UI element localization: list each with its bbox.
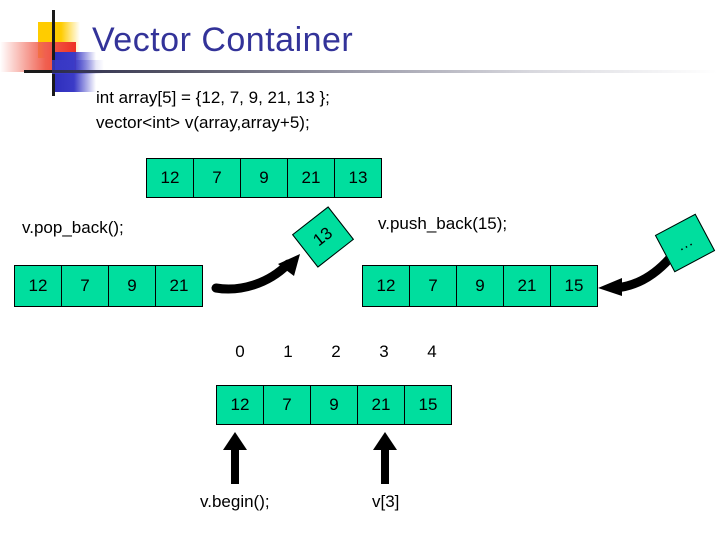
vector-cell: 21 [357, 385, 405, 425]
vector-cell: 7 [193, 158, 241, 198]
code-snippet: int array[5] = {12, 7, 9, 21, 13 }; vect… [96, 88, 330, 132]
index-label: 4 [427, 342, 437, 361]
vector-cell: 7 [263, 385, 311, 425]
vector-cell: 9 [310, 385, 358, 425]
push-back-label: v.push_back(15); [378, 214, 508, 233]
pop-back-vector-row: 12 7 9 21 [14, 265, 203, 307]
vector-cell: 15 [404, 385, 452, 425]
vector-cell: 12 [14, 265, 62, 307]
initial-vector-row: 12 7 9 21 13 [146, 158, 382, 198]
begin-pointer-arrow-icon [223, 432, 247, 484]
vector-cell: 9 [240, 158, 288, 198]
pop-back-arrow-icon [211, 254, 300, 294]
vector-cell: 21 [287, 158, 335, 198]
index-label: 3 [379, 342, 389, 361]
push-back-arrow-icon [598, 253, 675, 296]
pop-back-label: v.pop_back(); [22, 218, 124, 237]
index-pointer-arrow-icon [373, 432, 397, 484]
begin-pointer-label: v.begin(); [200, 492, 270, 511]
vector-cell: 9 [108, 265, 156, 307]
vector-cell: 7 [61, 265, 109, 307]
title-divider [52, 70, 717, 73]
vector-cell: 9 [456, 265, 504, 307]
indexed-vector-row: 12 7 9 21 15 [216, 385, 452, 425]
index-strip: 0 1 2 3 4 [216, 342, 456, 362]
vector-cell: 12 [146, 158, 194, 198]
page-title: Vector Container [92, 21, 354, 59]
vector-cell: 15 [550, 265, 598, 307]
push-back-vector-row: 12 7 9 21 15 [362, 265, 598, 307]
vector-cell: 12 [362, 265, 410, 307]
vector-cell: 21 [503, 265, 551, 307]
index-label: 0 [235, 342, 245, 361]
vector-cell: 7 [409, 265, 457, 307]
index-label: 1 [283, 342, 293, 361]
vector-cell: 21 [155, 265, 203, 307]
logo-vertical-line-icon [52, 10, 55, 96]
index-label: 2 [331, 342, 341, 361]
vector-cell: 13 [334, 158, 382, 198]
ellipsis-icon: ... [674, 231, 696, 255]
vector-cell: 12 [216, 385, 264, 425]
index-pointer-label: v[3] [372, 492, 400, 511]
